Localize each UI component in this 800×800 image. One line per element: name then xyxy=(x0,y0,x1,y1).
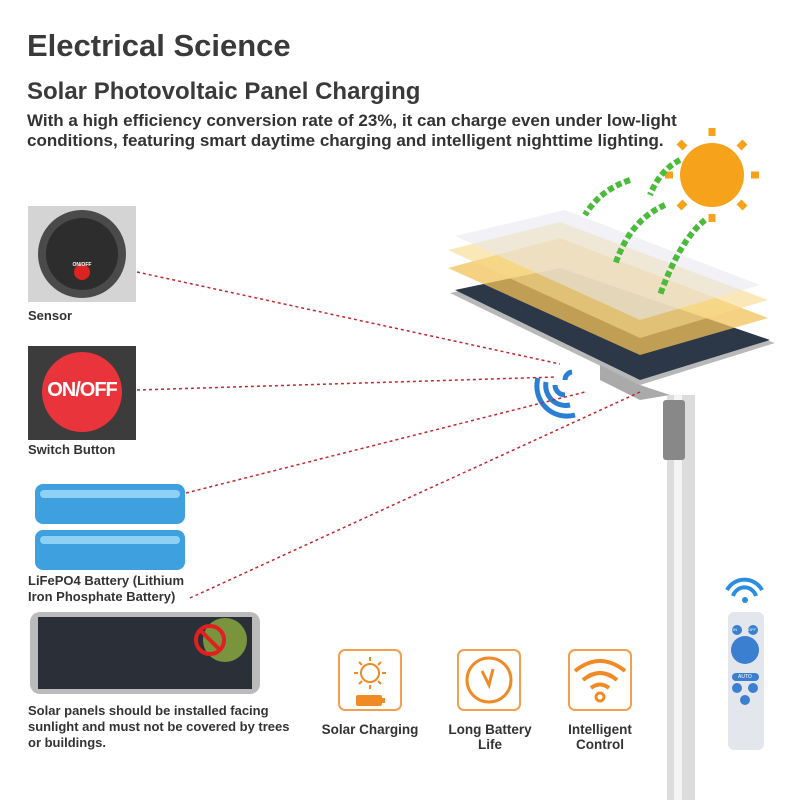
page-subtitle: Solar Photovoltaic Panel Charging xyxy=(27,78,421,105)
switch-badge: ON/OFF xyxy=(47,379,118,401)
battery-icon xyxy=(35,484,185,570)
sensor-badge: ON/OFF xyxy=(72,262,92,268)
switch-button-label: Switch Button xyxy=(28,442,116,457)
feature-long-battery-life-label: Long Battery Life xyxy=(448,722,532,752)
remote-auto-button: AUTO xyxy=(738,674,752,680)
remote-control xyxy=(725,577,764,750)
solar-street-lamp xyxy=(448,210,775,400)
remote-off-button: OFF xyxy=(748,627,756,632)
callout-lines xyxy=(136,271,641,599)
wifi-icon xyxy=(568,649,632,711)
page-title: Electrical Science xyxy=(27,28,291,63)
sun-icon xyxy=(665,128,759,222)
remote-on-button: ON xyxy=(731,627,737,632)
feature-solar-charging-label: Solar Charging xyxy=(321,722,419,737)
sensor-signal-icon xyxy=(534,369,576,419)
battery-label: LiFePO4 Battery (Lithium Iron Phosphate … xyxy=(28,573,185,604)
solar-panel-icon xyxy=(30,612,260,694)
description: With a high efficiency conversion rate o… xyxy=(27,111,677,150)
solar-panel-label: Solar panels should be installed facing … xyxy=(28,703,290,750)
sunlight-arrows xyxy=(582,157,707,297)
sensor-label: Sensor xyxy=(28,308,73,323)
pole-bracket xyxy=(663,400,685,460)
solar-charging-icon xyxy=(338,649,402,711)
clock-icon xyxy=(457,649,521,711)
feature-intelligent-control-label: Intelligent Control xyxy=(568,722,632,752)
